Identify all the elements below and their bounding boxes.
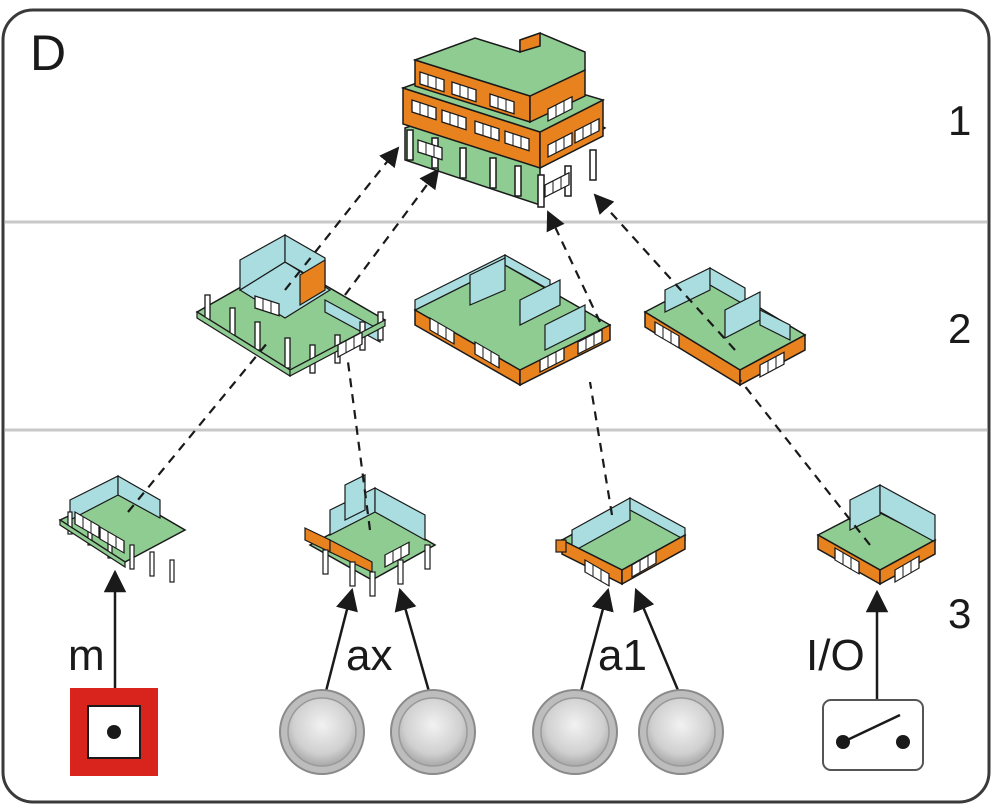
input-arrow-a1-1 [578, 587, 614, 696]
input-arrow-ax-1 [323, 587, 358, 696]
link-zone-fourth-to-floor [739, 379, 871, 546]
link-floor-left-to-building [284, 146, 400, 291]
zone-second [304, 474, 437, 597]
link-zone-third-to-floor [588, 381, 614, 516]
level-number-3: 3 [948, 590, 971, 637]
input-arrow-ax-2 [394, 587, 432, 696]
input-label-ax: ax [346, 631, 392, 680]
level-number-2: 2 [948, 305, 971, 352]
detector-icon [279, 689, 365, 775]
detector-icon [390, 689, 476, 775]
link-zone-left-to-floor [127, 341, 269, 513]
manual-call-point-icon [70, 688, 158, 776]
input-arrow-a1-2 [633, 587, 682, 696]
floor-plan-middle [413, 253, 612, 387]
input-label-io: I/O [806, 631, 865, 680]
link-floor-middle-to-building [546, 210, 601, 323]
detector-icon [532, 689, 618, 775]
detector-icon [638, 689, 724, 775]
input-label-a1: a1 [598, 631, 647, 680]
floor-plan-right [643, 266, 807, 387]
panel-frame [1, 8, 991, 804]
level-number-1: 1 [948, 97, 971, 144]
building-icon [400, 31, 607, 208]
floor-plan-left [195, 233, 387, 378]
link-floor-left-to-building-2 [344, 168, 440, 296]
link-zone-second-to-floor [346, 361, 372, 531]
zone-fourth [816, 483, 937, 586]
switch-contact-icon [822, 699, 924, 771]
input-label-m: m [68, 631, 105, 680]
panel-letter: D [30, 25, 66, 81]
link-floor-right-to-building [593, 193, 736, 351]
